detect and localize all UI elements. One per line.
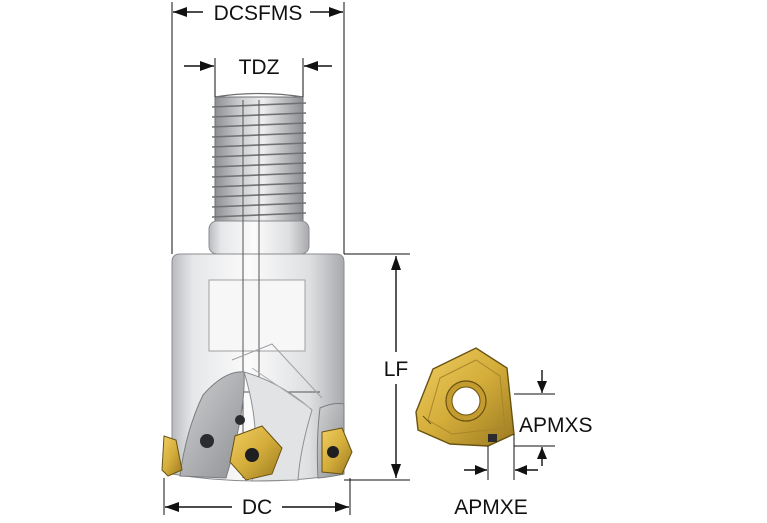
dim-dc: DC [163,478,351,519]
label-apmxe: APMXE [454,496,528,519]
label-tdz: TDZ [239,56,280,79]
dim-lf: LF [344,253,410,481]
dim-dcsfms: DCSFMS [171,2,345,254]
mounted-insert-left [161,435,183,477]
label-dcsfms: DCSFMS [214,2,303,25]
clamp-screw-left [200,434,214,448]
label-dc: DC [242,496,272,519]
label-lf: LF [384,358,409,381]
engraving-panel [208,279,306,352]
chip-pocket-left [179,371,245,479]
cutter-body [161,92,353,482]
clamp-screw-center [235,415,245,425]
label-apmxs: APMXS [519,414,593,437]
dim-tdz: TDZ [184,56,332,97]
indexable-insert [415,347,515,447]
dim-apmxs: APMXS [514,370,593,466]
dim-apmxe: APMXE [454,434,538,519]
